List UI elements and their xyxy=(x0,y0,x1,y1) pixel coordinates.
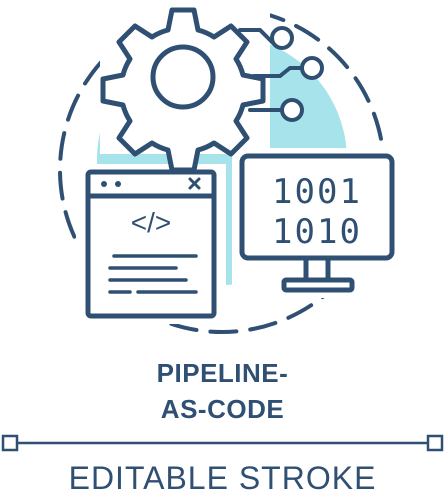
binary-line-1: 1001 xyxy=(272,172,362,212)
window-dot-icon xyxy=(101,181,107,187)
editable-stroke-label: EDITABLE STROKE xyxy=(68,460,377,496)
window-close-icon xyxy=(188,177,201,190)
monitor-icon: 1001 1010 xyxy=(239,153,395,293)
binary-line-2: 1010 xyxy=(272,212,362,252)
window-dot-icon xyxy=(115,181,121,187)
icon-title-line-1: PIPELINE- xyxy=(156,358,289,388)
pipeline-connectors xyxy=(238,26,324,122)
code-symbol: </> xyxy=(131,207,171,238)
rule-endpoint-icon xyxy=(1,434,19,452)
code-lines xyxy=(108,254,198,294)
pipeline-as-code-illustration: </> 1001 1010 xyxy=(58,6,395,334)
rule-endpoint-icon xyxy=(426,434,444,452)
gear-icon xyxy=(100,7,266,173)
code-window: </> xyxy=(85,169,217,319)
stroke-rule xyxy=(1,434,444,452)
icon-title-line-2: AS-CODE xyxy=(160,394,285,424)
